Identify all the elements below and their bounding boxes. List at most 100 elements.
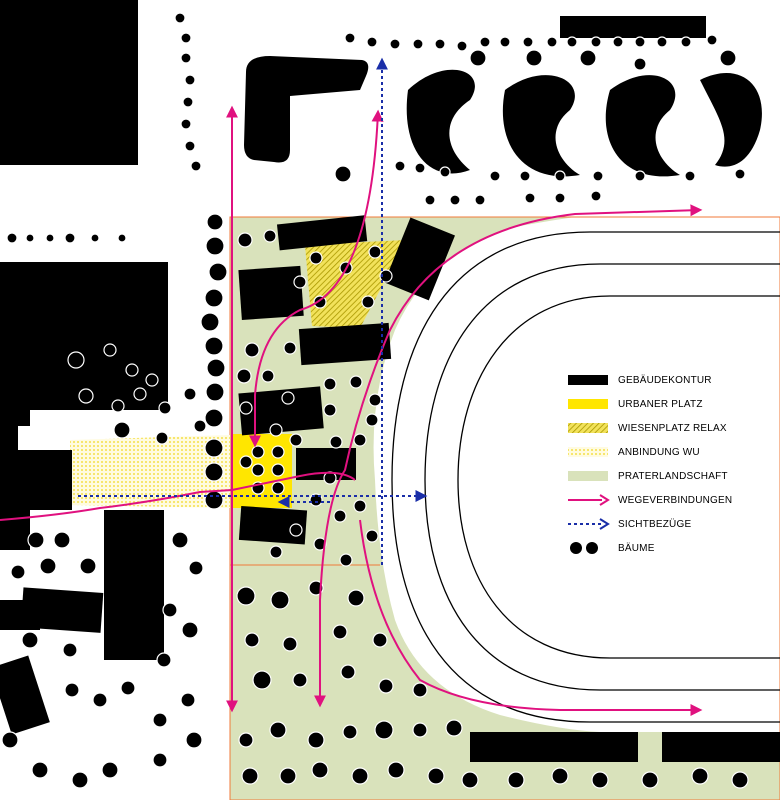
tree (180, 52, 192, 64)
tree (334, 165, 352, 183)
tree (282, 636, 298, 652)
tree-icon (570, 542, 598, 554)
tree (427, 767, 445, 785)
tree (31, 761, 49, 779)
tree (21, 631, 39, 649)
tree (551, 767, 569, 785)
tree (53, 531, 71, 549)
tree (634, 170, 646, 182)
tree (731, 771, 749, 789)
tree (340, 664, 356, 680)
legend-label: PRATERLANDSCHAFT (618, 470, 728, 482)
tree (184, 74, 196, 86)
tree (64, 232, 76, 244)
legend-label: WIESENPLATZ RELAX (618, 422, 727, 434)
tree (269, 545, 283, 559)
tree (252, 670, 272, 690)
tree (183, 387, 197, 401)
tree (525, 49, 543, 67)
tree (180, 118, 192, 130)
tree (344, 32, 356, 44)
landscape-swatch (568, 471, 608, 481)
tree (591, 771, 609, 789)
tree (152, 752, 168, 768)
wu-connection-band (70, 435, 230, 508)
trees (1, 12, 749, 789)
tree (283, 341, 297, 355)
legend-item-trees: BÄUME (566, 536, 766, 560)
tree (474, 194, 486, 206)
tree (439, 166, 451, 178)
tree (117, 233, 127, 243)
tree (361, 295, 375, 309)
tree (204, 288, 224, 308)
tree (329, 435, 343, 449)
tree (281, 391, 295, 405)
tree (634, 36, 646, 48)
tree (445, 719, 463, 737)
tree (289, 523, 303, 537)
tree (103, 343, 117, 357)
legend-label: BÄUME (618, 542, 655, 554)
tree (261, 369, 275, 383)
tree (347, 589, 365, 607)
tree (519, 170, 531, 182)
tree (719, 49, 737, 67)
tree (424, 194, 436, 206)
tree (155, 431, 169, 445)
tree (368, 393, 382, 407)
tree (188, 560, 204, 576)
tree (311, 761, 329, 779)
tree (351, 767, 369, 785)
legend-item-landscape: PRATERLANDSCHAFT (566, 464, 766, 488)
legend-label: URBANER PLATZ (618, 398, 703, 410)
tree (412, 722, 428, 738)
tree (204, 408, 224, 428)
tree (237, 232, 253, 248)
tree (323, 377, 337, 391)
tree (236, 368, 252, 384)
tree (184, 140, 196, 152)
tree (592, 170, 604, 182)
tree (204, 438, 224, 458)
tree (206, 358, 226, 378)
tree (182, 96, 194, 108)
tree (171, 531, 189, 549)
tree (389, 38, 401, 50)
legend-item-building: GEBÄUDEKONTUR (566, 368, 766, 392)
tree (39, 557, 57, 575)
tree (251, 463, 265, 477)
tree (339, 553, 353, 567)
tree (251, 445, 265, 459)
legend-label: GEBÄUDEKONTUR (618, 374, 712, 386)
tree (238, 732, 254, 748)
wu-link-swatch (568, 447, 608, 457)
tree (412, 38, 424, 50)
legend-item-wu-link: ANBINDUNG WU (566, 440, 766, 464)
tree (64, 682, 80, 698)
tree (205, 236, 225, 256)
tree (10, 564, 26, 580)
tree (706, 34, 718, 46)
tree (522, 36, 534, 48)
legend-item-urban-plaza: URBANER PLATZ (566, 392, 766, 416)
tree (365, 529, 379, 543)
legend-item-meadow: WIESENPLATZ RELAX (566, 416, 766, 440)
tree (374, 720, 394, 740)
tree (244, 632, 260, 648)
tree (366, 36, 378, 48)
tree (269, 721, 287, 739)
tree (378, 678, 394, 694)
tree (180, 692, 196, 708)
legend-item-paths: WEGEVERBINDUNGEN (566, 488, 766, 512)
tree (279, 767, 297, 785)
tree (372, 632, 388, 648)
tree (270, 590, 290, 610)
tree (236, 586, 256, 606)
tree (387, 761, 405, 779)
tree (691, 767, 709, 785)
tree (92, 692, 108, 708)
tree (269, 423, 283, 437)
tree (90, 233, 100, 243)
